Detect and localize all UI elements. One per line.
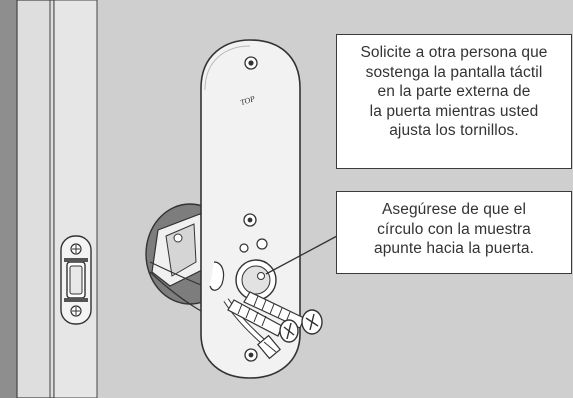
mounting-screw <box>243 291 323 335</box>
latch-faceplate <box>60 235 92 325</box>
callout-line: apunte hacia la puerta. <box>373 240 534 257</box>
mounting-plate: TOP <box>200 39 301 379</box>
door-jamb <box>16 0 55 398</box>
door-edge <box>0 0 17 398</box>
cable-harness <box>223 298 281 360</box>
callout-line: ajusta los tornillos. <box>389 122 519 139</box>
callout-line: Asegúrese de que el <box>381 201 527 218</box>
callout-leader-line <box>265 235 338 275</box>
instruction-callout-touchscreen: Solicite a otra persona que sostenga la … <box>336 34 572 169</box>
plate-top-label: TOP <box>239 94 256 107</box>
callout-line: Solicite a otra persona que <box>360 44 548 61</box>
callout-line: sostenga la pantalla táctil <box>365 63 543 81</box>
callout-line: en la parte externa de <box>377 83 531 100</box>
callout-line: círculo con la muestra <box>377 220 531 238</box>
callout-line: la puerta mientras usted <box>369 102 539 120</box>
instruction-callout-circle: Asegúrese de que el círculo con la muest… <box>336 191 572 274</box>
mounting-screw <box>227 299 299 343</box>
